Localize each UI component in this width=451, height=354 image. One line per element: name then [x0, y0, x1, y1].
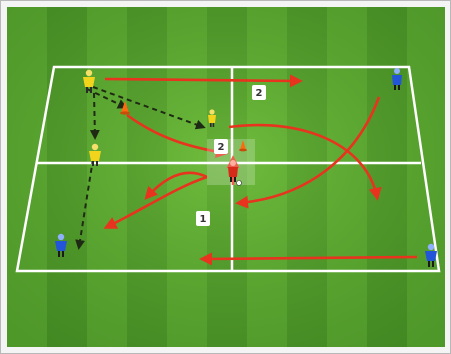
number-labels: 2 2 1 — [196, 85, 266, 226]
run-arrow-top — [104, 74, 303, 88]
marker-2-center: 2 — [214, 139, 228, 154]
ball-icon — [236, 180, 242, 186]
blue-player-icon — [425, 243, 437, 267]
yellow-player-icon — [89, 143, 101, 166]
run-arrow-cone-to-center — [126, 113, 229, 158]
pitch-area: 2 2 1 — [7, 7, 445, 347]
red-player-icon — [228, 160, 238, 182]
pass-arrows — [75, 86, 206, 250]
pass-arrow-diagonal — [86, 88, 128, 109]
pass-arrow-down-2 — [75, 158, 94, 250]
run-arrow-right-curve-2 — [235, 96, 381, 209]
marker-1-text: 1 — [200, 214, 207, 225]
marker-1: 1 — [196, 211, 210, 226]
pass-arrow-down-1 — [89, 92, 100, 140]
run-arrow-bottom — [199, 252, 418, 266]
pass-arrow-yellow-to-cone — [92, 86, 206, 130]
drill-diagram: 2 2 1 — [7, 7, 445, 347]
cone-icon — [239, 140, 247, 152]
field-outline — [15, 65, 441, 273]
blue-player-icon — [55, 233, 67, 257]
yellow-team — [83, 69, 216, 166]
blue-player-icon — [392, 68, 402, 90]
yellow-player-icon — [208, 109, 216, 127]
cones — [120, 101, 247, 152]
marker-2-center-text: 2 — [218, 142, 225, 153]
marker-2-top-text: 2 — [256, 88, 263, 99]
blue-team — [55, 68, 437, 267]
yellow-player-icon — [83, 69, 95, 93]
cone-icon — [120, 101, 130, 115]
run-arrow-left-down — [103, 175, 208, 229]
grass-stripes — [7, 7, 445, 347]
run-arrows — [103, 74, 418, 266]
run-arrow-center-left — [144, 171, 208, 200]
marker-2-top: 2 — [252, 85, 266, 100]
run-arrow-right-curve-1 — [228, 123, 382, 201]
